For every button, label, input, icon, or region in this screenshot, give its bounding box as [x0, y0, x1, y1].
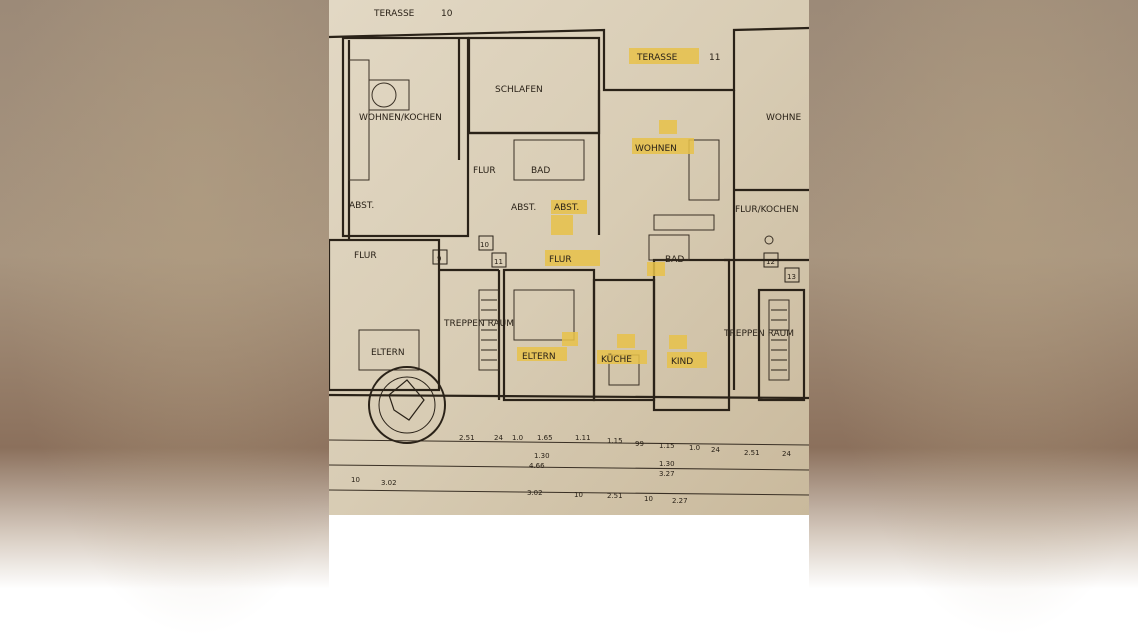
dimension-label: 3.02 — [527, 489, 543, 497]
label-wohnen-kochen-10: WOHNEN/KOCHEN — [359, 113, 442, 123]
unit-number-10: 10 — [480, 241, 489, 249]
label-eltern-9: ELTERN — [371, 348, 405, 358]
dimension-label: 24 — [494, 434, 503, 442]
blurred-background-left — [0, 0, 329, 640]
label-flur-11: FLUR — [549, 255, 572, 265]
unit-number-9: 9 — [437, 255, 441, 263]
unit-number-12: 12 — [766, 258, 775, 266]
label-bad-10: BAD — [531, 166, 550, 176]
dimension-label: 1.11 — [575, 434, 591, 442]
dimension-label: 2.51 — [607, 492, 623, 500]
label-bad-11: BAD — [665, 255, 684, 265]
label-terasse-10: TERASSE — [373, 9, 415, 19]
dimension-label: 10 — [351, 476, 360, 484]
dimension-label: 99 — [635, 440, 644, 448]
label-flur-9: FLUR — [354, 251, 377, 261]
dimension-label: 2.27 — [672, 497, 688, 505]
label-kind-11: KIND — [671, 357, 693, 367]
dimension-label: 1.65 — [537, 434, 553, 442]
unit-number-13: 13 — [787, 273, 796, 281]
stair-treads — [481, 299, 787, 371]
dimension-label: 2.51 — [459, 434, 475, 442]
dimension-label: 4.66 — [529, 462, 545, 470]
floor-plan-photo: TERASSE 10 TERASSE 11 WOHNEN/KOCHEN SCHL… — [329, 0, 809, 515]
official-stamp — [368, 366, 446, 444]
blurred-background-right — [809, 0, 1138, 640]
white-strip — [329, 515, 809, 640]
dimension-label: 10 — [644, 495, 653, 503]
dimension-label: 3.02 — [381, 479, 397, 487]
label-flur-10: FLUR — [473, 166, 496, 176]
label-abst-10: ABST. — [511, 203, 536, 213]
dimension-label: 10 — [574, 491, 583, 499]
label-wohnen-11: WOHNEN — [635, 144, 677, 154]
label-abst-left: ABST. — [349, 201, 374, 211]
dimension-label: 1.0 — [689, 444, 700, 452]
dimension-label: 24 — [711, 446, 720, 454]
label-kueche-11: KÜCHE — [601, 354, 632, 365]
label-wohnen-12: WOHNE — [766, 113, 801, 123]
dimension-row-1: 2.51 24 1.0 1.65 1.11 1.15 99 1.15 1.0 2… — [459, 434, 791, 458]
label-flur-kochen-12: FLUR/KOCHEN — [735, 205, 799, 215]
unit-number-11: 11 — [494, 258, 503, 266]
dimension-label: 2.51 — [744, 449, 760, 457]
dimension-label: 1.0 — [512, 434, 523, 442]
label-terasse-11: TERASSE — [636, 53, 678, 63]
dimension-label: 1.15 — [607, 437, 623, 445]
label-treppenraum-left: TREPPEN RAUM — [443, 319, 514, 329]
dimension-row-3: 10 3.02 3.02 10 2.51 10 2.27 — [351, 476, 688, 505]
dimension-label: 3.27 — [659, 470, 675, 478]
dimension-row-2: 1.30 4.66 1.30 3.27 — [529, 452, 675, 478]
interior-lines — [329, 59, 809, 496]
wall-lines — [329, 26, 809, 412]
label-schlafen: SCHLAFEN — [495, 85, 543, 95]
unit-number-boxes — [432, 235, 800, 283]
label-treppenraum-right: TREPPEN RAUM — [723, 329, 794, 339]
dimension-label: 1.30 — [659, 460, 675, 468]
dimension-label: 1.30 — [534, 452, 550, 460]
dimension-label: 1.15 — [659, 442, 675, 450]
highlight-marks — [517, 48, 707, 368]
label-abst-11: ABST. — [554, 203, 579, 213]
label-eltern-11: ELTERN — [522, 352, 556, 362]
dimension-label: 24 — [782, 450, 791, 458]
label-terasse-10-num: 10 — [441, 9, 453, 19]
label-terasse-11-num: 11 — [709, 53, 720, 63]
